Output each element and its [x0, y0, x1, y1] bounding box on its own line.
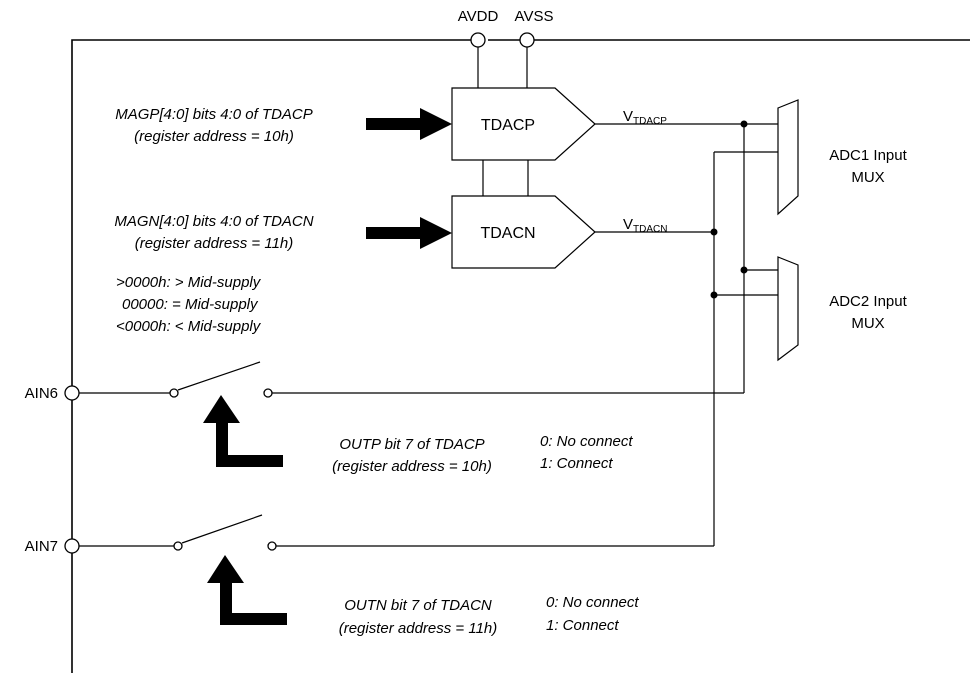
chip-boundary	[71, 39, 970, 673]
outp-switch-blade	[177, 361, 261, 391]
tdacn-block	[451, 195, 596, 269]
outn-note: OUTN bit 7 of TDACN	[344, 597, 492, 614]
avdd-label: AVDD	[458, 8, 499, 25]
adc1-input-mux	[777, 99, 799, 216]
ain6-pin[interactable]	[64, 385, 80, 401]
adc1-mux-label: MUX	[851, 169, 884, 186]
magn-note: (register address = 11h)	[135, 235, 294, 252]
supply-level-note: >0000h: > Mid-supply	[116, 274, 262, 291]
outp-note: (register address = 10h)	[332, 458, 492, 475]
outp-switch-contact	[169, 388, 179, 398]
adc1-mux-label: ADC1 Input	[829, 147, 907, 164]
junction-dot	[740, 120, 748, 128]
ain7-pin[interactable]	[64, 538, 80, 554]
vtdacn-label: VTDACN	[623, 216, 667, 235]
junction-dot	[710, 228, 718, 236]
supply-level-note: <0000h: < Mid-supply	[116, 318, 262, 335]
outp-control-arrow-icon	[203, 395, 283, 467]
junction-dot	[710, 291, 718, 299]
avss-label: AVSS	[515, 8, 554, 25]
magp-note: MAGP[4:0] bits 4:0 of TDACP	[115, 106, 313, 123]
outn-state: 1: Connect	[546, 617, 619, 634]
adc2-input-mux	[777, 256, 799, 362]
magp-note: (register address = 10h)	[134, 128, 294, 145]
tdacp-label: TDACP	[481, 117, 535, 134]
avdd-pin[interactable]	[470, 32, 486, 48]
outn-control-arrow-icon	[207, 555, 287, 625]
junction-dot	[740, 266, 748, 274]
magp-arrow-icon	[366, 108, 452, 140]
outn-note: (register address = 11h)	[339, 620, 498, 637]
outp-switch-contact	[263, 388, 273, 398]
avss-pin[interactable]	[519, 32, 535, 48]
ain7-label: AIN7	[25, 538, 58, 555]
outn-switch-contact	[173, 541, 183, 551]
outp-state: 1: Connect	[540, 455, 613, 472]
supply-level-note: 00000: = Mid-supply	[122, 296, 259, 313]
vtdacp-label: VTDACP	[623, 108, 667, 127]
magn-note: MAGN[4:0] bits 4:0 of TDACN	[114, 213, 313, 230]
outn-state: 0: No connect	[546, 594, 639, 611]
tdacp-block	[451, 87, 596, 161]
tdacn-label: TDACN	[480, 225, 535, 242]
adc2-mux-label: ADC2 Input	[829, 293, 907, 310]
outp-state: 0: No connect	[540, 433, 633, 450]
outp-note: OUTP bit 7 of TDACP	[339, 436, 484, 453]
outn-switch-contact	[267, 541, 277, 551]
magn-arrow-icon	[366, 217, 452, 249]
outn-switch-blade	[181, 514, 263, 544]
adc2-mux-label: MUX	[851, 315, 884, 332]
ain6-label: AIN6	[25, 385, 58, 402]
